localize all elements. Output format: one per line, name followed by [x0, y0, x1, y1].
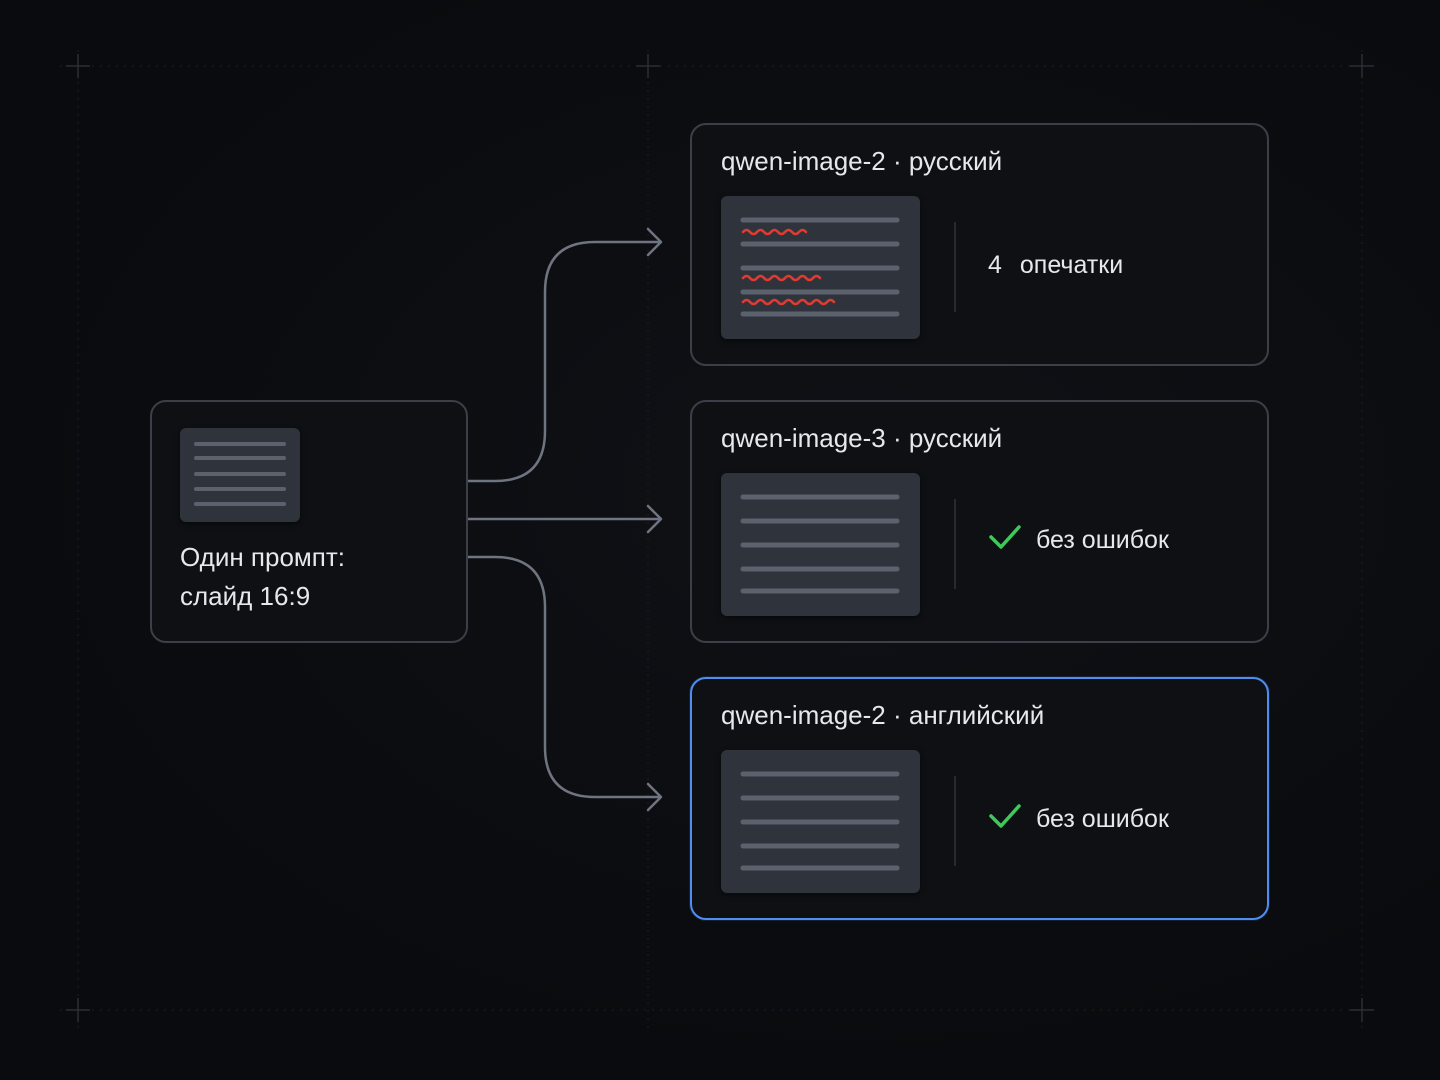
status-typos: 4 опечатки [988, 245, 1123, 285]
source-label: Один промпт: слайд 16:9 [180, 538, 440, 616]
divider [954, 499, 956, 589]
wavy-underline-icon [741, 228, 836, 306]
arrow-right-icon [646, 504, 663, 534]
divider [954, 776, 956, 866]
card-title: qwen-image-3 · русский [721, 423, 1003, 453]
divider [954, 222, 956, 312]
status-ok: без ошибок [988, 799, 1169, 839]
source-label-line1: Один промпт: [180, 542, 346, 572]
card-title: qwen-image-2 · русский [721, 146, 1003, 176]
document-icon [180, 428, 300, 522]
status-text: опечатки [1019, 250, 1124, 279]
result-card-qwen3-ru: qwen-image-3 · русский без ошибок [690, 400, 1269, 643]
document-icon [721, 750, 920, 893]
result-card-qwen2-ru: qwen-image-2 · русский 4 опеча [690, 123, 1269, 366]
arrow-right-icon [646, 227, 663, 257]
arrow-right-icon [646, 782, 663, 812]
check-icon [988, 802, 1022, 837]
guide-lines [60, 50, 1380, 1030]
source-label-line2: слайд 16:9 [180, 581, 311, 611]
status-text: без ошибок [1036, 525, 1169, 554]
corner-marks [66, 54, 1374, 1022]
status-text: без ошибок [1036, 804, 1169, 833]
status-ok: без ошибок [988, 520, 1169, 560]
result-card-qwen2-en: qwen-image-2 · английский без ошибок [690, 677, 1269, 920]
connector-bottom [466, 555, 662, 799]
typo-count: 4 [988, 250, 1002, 279]
check-icon [988, 523, 1022, 558]
document-icon [721, 196, 920, 339]
document-icon [721, 473, 920, 616]
card-title: qwen-image-2 · английский [721, 700, 1045, 730]
connector-top [466, 240, 662, 483]
source-prompt-card: Один промпт: слайд 16:9 [150, 400, 468, 643]
